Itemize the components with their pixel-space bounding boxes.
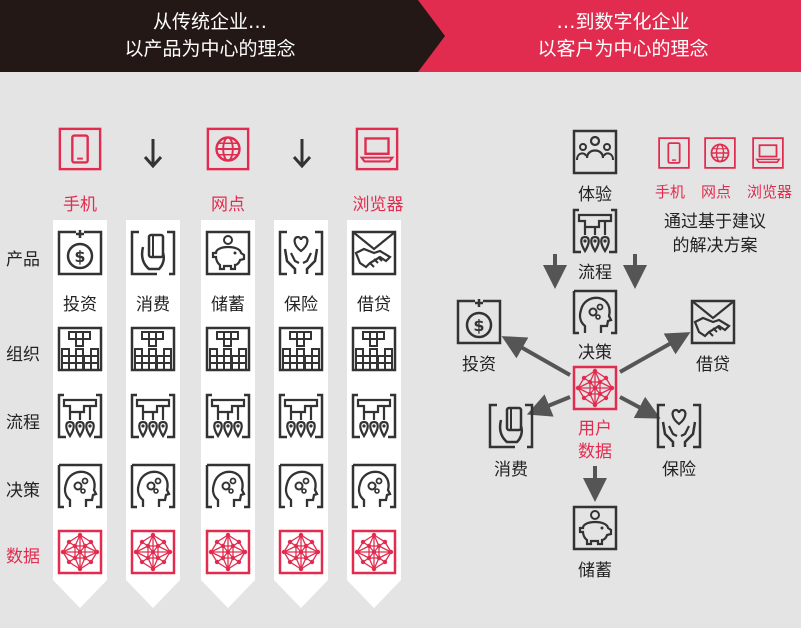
organization-icon <box>277 325 325 373</box>
arrow-to-insure <box>619 395 661 419</box>
brain-head-icon <box>571 288 619 336</box>
header-left-line2: 以产品为中心的理念 <box>124 38 296 60</box>
product-label-save: 储蓄 <box>211 295 245 315</box>
header-right-line1: …到数字化企业 <box>556 11 690 33</box>
spoke-label-save: 储蓄 <box>578 561 612 581</box>
spoke-label-loan: 借贷 <box>696 355 730 375</box>
piggy-bank-icon <box>204 229 252 277</box>
organization-icon <box>204 325 252 373</box>
organization-icon <box>56 325 104 373</box>
process-icon <box>350 392 398 440</box>
product-label-loan: 借贷 <box>357 295 391 315</box>
spoke-label-insure: 保险 <box>662 460 696 480</box>
laptop-icon <box>354 126 400 172</box>
arrow-to-invest <box>501 336 571 377</box>
data-network-icon <box>571 364 619 412</box>
coin-icon <box>56 229 104 277</box>
data-network-icon <box>350 528 398 576</box>
process-icon <box>277 392 325 440</box>
row-label-data: 数据 <box>6 547 40 567</box>
center-label-line1: 用户 <box>578 419 612 439</box>
people-icon <box>571 128 619 176</box>
globe-icon <box>205 126 251 172</box>
brain-head-icon <box>129 462 177 510</box>
arrow-down-icon <box>143 139 163 169</box>
row-label-process: 流程 <box>6 413 40 433</box>
brain-head-icon <box>204 462 252 510</box>
solution-line1: 通过基于建议 <box>664 212 766 232</box>
header-left-banner: 从传统企业… 以产品为中心的理念 <box>0 0 447 72</box>
center-label-line2: 数据 <box>578 442 612 462</box>
product-label-insure: 保险 <box>284 295 318 315</box>
process-icon <box>56 392 104 440</box>
card-icon <box>129 229 177 277</box>
laptop-icon <box>751 136 785 170</box>
right-channel-branch: 网点 <box>701 183 732 201</box>
row-label-organization: 组织 <box>6 345 40 365</box>
header-left-line1: 从传统企业… <box>152 11 267 33</box>
piggy-bank-icon <box>571 504 619 552</box>
brain-head-icon <box>56 462 104 510</box>
globe-icon <box>703 136 737 170</box>
data-network-icon <box>129 528 177 576</box>
process-icon <box>571 207 619 255</box>
channel-label-phone: 手机 <box>63 195 97 215</box>
row-label-decision: 决策 <box>6 481 40 501</box>
brain-head-icon <box>277 462 325 510</box>
heart-hands-icon <box>655 402 703 450</box>
card-icon <box>487 402 535 450</box>
process-label: 流程 <box>578 263 612 283</box>
experience-label: 体验 <box>578 185 612 205</box>
data-network-icon <box>204 528 252 576</box>
channel-label-browser: 浏览器 <box>352 195 404 215</box>
product-label-invest: 投资 <box>63 295 97 315</box>
process-icon <box>204 392 252 440</box>
handshake-icon <box>689 298 737 346</box>
channel-label-branch: 网点 <box>211 195 245 215</box>
heart-hands-icon <box>277 229 325 277</box>
solution-line2: 的解决方案 <box>672 236 758 256</box>
header-right-line2: 以客户为中心的理念 <box>537 38 709 60</box>
handshake-icon <box>350 229 398 277</box>
process-icon <box>129 392 177 440</box>
product-label-consume: 消费 <box>136 295 170 315</box>
arrow-to-consume <box>526 394 571 417</box>
spoke-label-consume: 消费 <box>494 460 528 480</box>
right-channel-phone: 手机 <box>655 183 686 201</box>
data-network-icon <box>277 528 325 576</box>
brain-head-icon <box>350 462 398 510</box>
coin-icon <box>455 298 503 346</box>
header-right-banner: …到数字化企业 以客户为中心的理念 <box>418 0 801 72</box>
right-channel-browser: 浏览器 <box>747 183 793 201</box>
arrow-to-loan <box>619 332 691 374</box>
decision-label: 决策 <box>578 343 612 363</box>
row-label-product: 产品 <box>6 250 40 270</box>
phone-icon <box>657 136 691 170</box>
flow-arrows <box>501 254 691 502</box>
arrow-down-icon <box>292 139 312 169</box>
organization-icon <box>129 325 177 373</box>
phone-icon <box>57 126 103 172</box>
data-network-icon <box>56 528 104 576</box>
organization-icon <box>350 325 398 373</box>
spoke-label-invest: 投资 <box>462 355 496 375</box>
